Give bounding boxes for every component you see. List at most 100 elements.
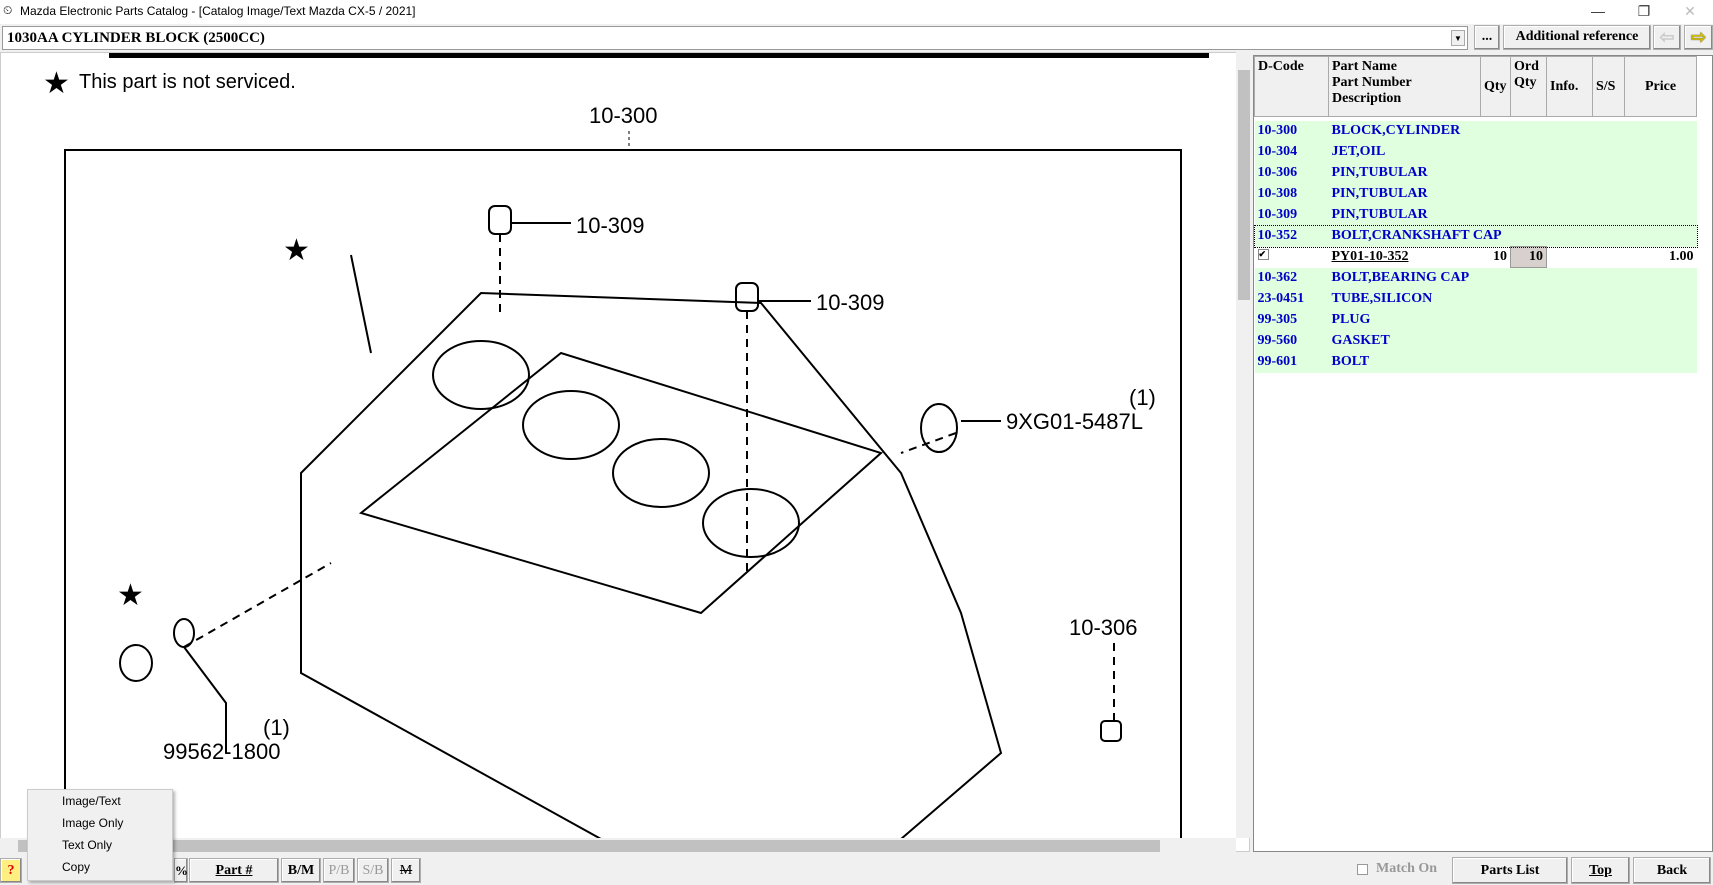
match-on-label: Match On xyxy=(1376,861,1438,876)
section-select[interactable]: 1030AA CYLINDER BLOCK (2500CC) ▼ xyxy=(2,26,1468,50)
close-button[interactable]: ✕ xyxy=(1684,3,1696,19)
part-name: BOLT,BEARING CAP xyxy=(1328,267,1697,289)
part-name: BOLT,CRANKSHAFT CAP xyxy=(1328,225,1697,247)
parts-diagram[interactable]: ★ ★ ★ 10-300 10-309 10-309 (1) 9XG01-548… xyxy=(0,52,1250,852)
part-number-link[interactable]: PY01-10-352 xyxy=(1331,249,1409,264)
help-button[interactable]: ? xyxy=(0,858,22,883)
callout-10-309: 10-309 xyxy=(576,213,645,238)
parts-list-button[interactable]: Parts List xyxy=(1452,857,1568,884)
part-name: GASKET xyxy=(1328,330,1697,352)
callout-99562-1800: 99562-1800 xyxy=(163,739,280,764)
callout-10-300: 10-300 xyxy=(589,103,658,128)
maximize-button[interactable]: ❐ xyxy=(1637,3,1651,19)
star-icon: ★ xyxy=(43,67,70,100)
vertical-scroll-thumb[interactable] xyxy=(1238,70,1250,300)
menu-item-copy[interactable]: Copy xyxy=(62,860,91,874)
col-description-label: Description xyxy=(1332,91,1402,106)
part-name: PIN,TUBULAR xyxy=(1328,204,1697,226)
window-title: Mazda Electronic Parts Catalog - [Catalo… xyxy=(20,4,416,18)
dcode: 99-305 xyxy=(1254,309,1329,331)
part-number-row[interactable]: ✔ PY01-10-352 10 10 1.00 xyxy=(1254,246,1697,268)
ord-qty-input[interactable]: 10 xyxy=(1510,246,1547,268)
chevron-down-icon[interactable]: ▼ xyxy=(1451,30,1465,46)
part-name: PIN,TUBULAR xyxy=(1328,183,1697,205)
forward-arrow-icon[interactable]: ⇨ xyxy=(1684,25,1713,50)
app-icon: ⏲ xyxy=(3,3,13,17)
not-serviced-note: This part is not serviced. xyxy=(79,71,296,93)
part-name: PLUG xyxy=(1328,309,1697,331)
dcode: 10-306 xyxy=(1254,162,1329,184)
part-name: TUBE,SILICON xyxy=(1328,288,1697,310)
menu-item-image-text[interactable]: Image/Text xyxy=(62,794,121,808)
dcode: 99-601 xyxy=(1254,351,1329,373)
col-info: Info. xyxy=(1546,56,1593,117)
star-icon: ★ xyxy=(283,234,310,267)
bottom-toolbar: ? % Part # B/M P/B S/B M Match On Parts … xyxy=(0,856,1713,885)
col-ord-label: Ord xyxy=(1514,59,1539,74)
dcode: 10-352 xyxy=(1254,225,1329,247)
match-on-checkbox[interactable] xyxy=(1357,864,1368,875)
back-arrow-icon[interactable]: ⇦ xyxy=(1653,25,1681,50)
row-checkbox[interactable]: ✔ xyxy=(1254,246,1329,268)
pb-button[interactable]: P/B xyxy=(323,858,355,883)
col-qty: Qty xyxy=(1480,56,1511,117)
part-name: BLOCK,CYLINDER xyxy=(1328,120,1697,142)
callout-9xg01-5487l: 9XG01-5487L xyxy=(1006,409,1143,434)
sb-button[interactable]: S/B xyxy=(357,858,389,883)
part-number-button[interactable]: Part # xyxy=(189,858,279,883)
col-price: Price xyxy=(1624,56,1697,117)
col-ss: S/S xyxy=(1592,56,1625,117)
minimize-button[interactable]: — xyxy=(1591,3,1605,19)
col-part-name-label: Part Name xyxy=(1332,59,1397,74)
horizontal-scroll-thumb[interactable] xyxy=(18,840,1160,852)
dcode: 23-0451 xyxy=(1254,288,1329,310)
m-button[interactable]: M xyxy=(391,858,421,883)
col-dcode: D-Code xyxy=(1254,56,1329,117)
zoom-percent-button[interactable]: % xyxy=(174,858,188,883)
callout-qty: (1) xyxy=(1129,385,1156,410)
col-part-number-label: Part Number xyxy=(1332,75,1412,90)
section-select-value: 1030AA CYLINDER BLOCK (2500CC) xyxy=(7,30,265,46)
check-icon[interactable]: ✔ xyxy=(1257,249,1269,260)
part-number[interactable]: PY01-10-352 xyxy=(1328,246,1481,268)
dcode: 10-304 xyxy=(1254,141,1329,163)
dcode: 10-362 xyxy=(1254,267,1329,289)
dcode: 10-308 xyxy=(1254,183,1329,205)
diagram-top-border xyxy=(109,53,1209,58)
callout-qty: (1) xyxy=(263,715,290,740)
callout-10-306: 10-306 xyxy=(1069,615,1138,640)
price: 1.00 xyxy=(1624,246,1697,268)
menu-item-text-only[interactable]: Text Only xyxy=(62,838,113,852)
part-name: JET,OIL xyxy=(1328,141,1697,163)
dcode: 10-300 xyxy=(1254,120,1329,142)
col-ord-qty-label: Qty xyxy=(1514,75,1537,90)
additional-reference-button[interactable]: Additional reference xyxy=(1503,25,1651,50)
star-icon: ★ xyxy=(117,579,144,612)
title-bar: ⏲ Mazda Electronic Parts Catalog - [Cata… xyxy=(0,0,1713,24)
part-name: BOLT xyxy=(1328,351,1697,373)
qty: 10 xyxy=(1480,246,1511,268)
top-button[interactable]: Top xyxy=(1571,857,1630,884)
dcode: 99-560 xyxy=(1254,330,1329,352)
back-button[interactable]: Back xyxy=(1633,857,1711,884)
callout-10-309: 10-309 xyxy=(816,290,885,315)
menu-item-image-only[interactable]: Image Only xyxy=(62,816,124,830)
ellipsis-button[interactable]: ... xyxy=(1474,25,1500,50)
diagram-drawing: ★ ★ ★ 10-300 10-309 10-309 (1) 9XG01-548… xyxy=(43,67,1182,839)
bm-button[interactable]: B/M xyxy=(281,858,321,883)
